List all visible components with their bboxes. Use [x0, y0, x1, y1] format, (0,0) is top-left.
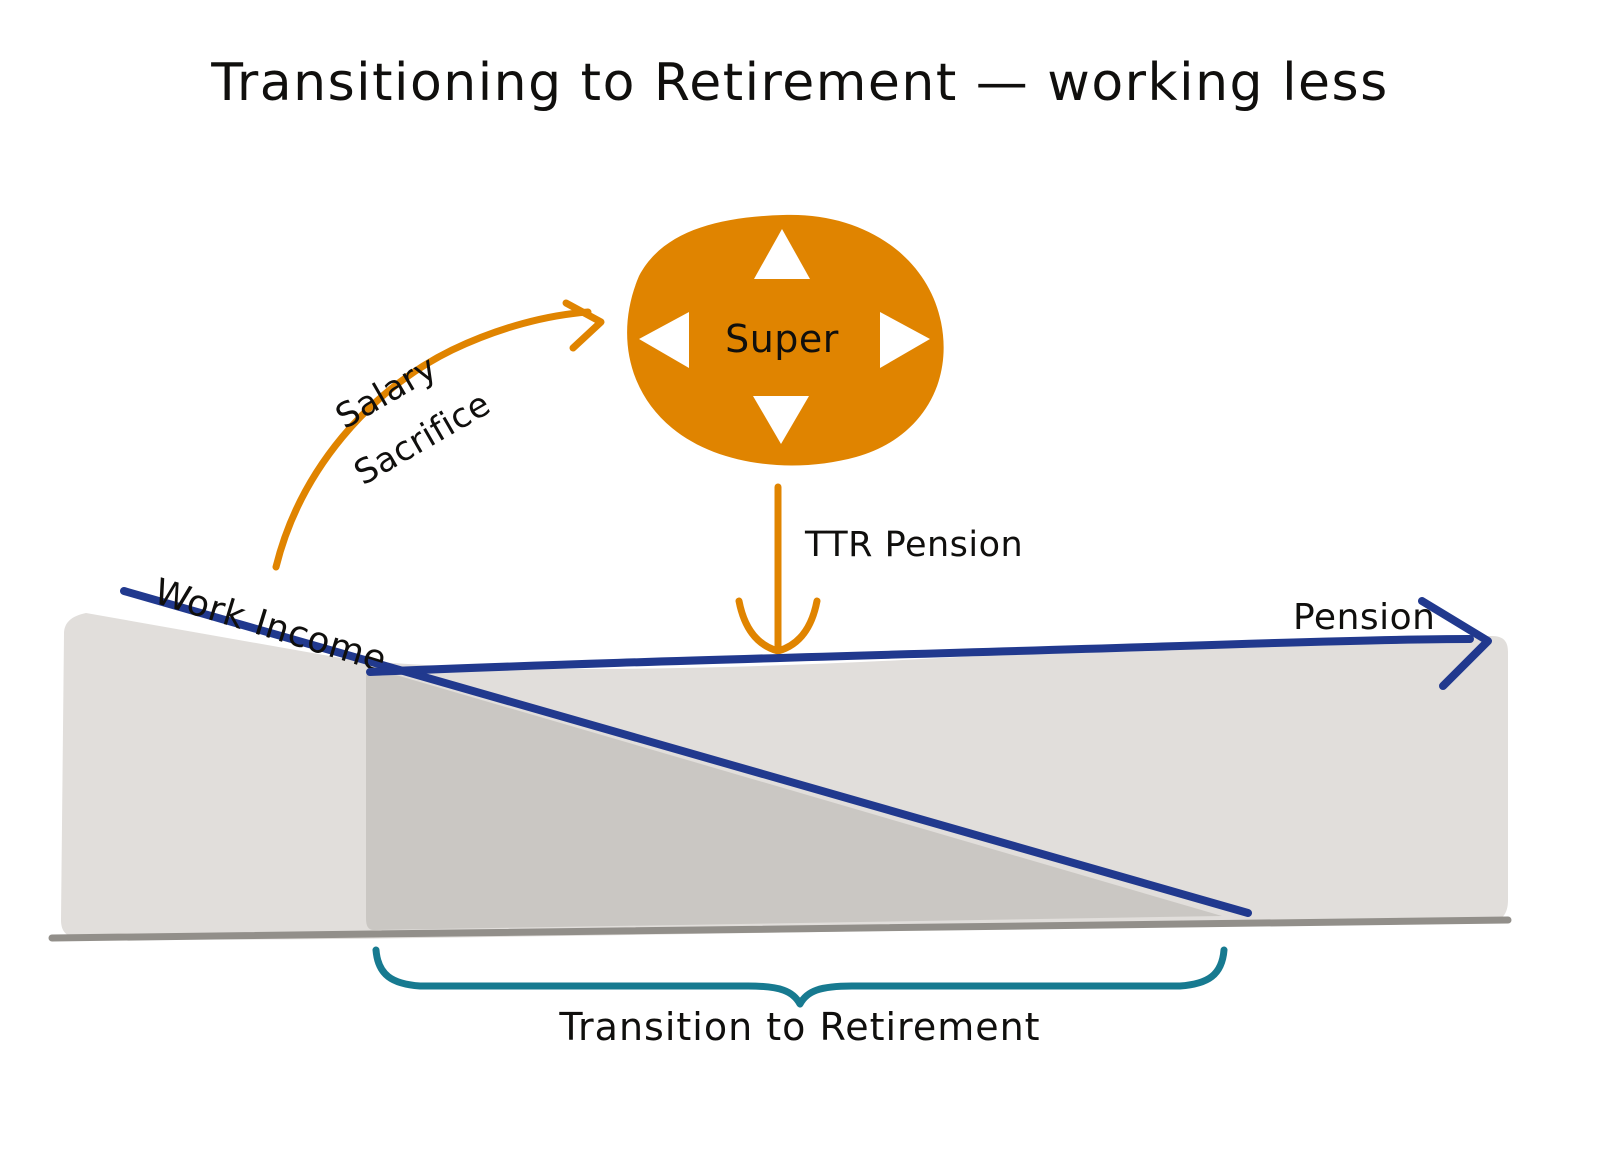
- super-label: Super: [725, 317, 839, 361]
- salary-sacrifice-arrow-icon: [272, 308, 592, 571]
- pension-line-group: Pension: [366, 597, 1492, 690]
- baseline: [48, 916, 1512, 942]
- transition-brace-icon: [372, 946, 1228, 1008]
- ttr-pension-arrowhead-icon: [735, 597, 821, 655]
- salary-sacrifice-flow: Salary Sacrifice: [272, 299, 605, 571]
- super-node[interactable]: Super: [627, 214, 944, 466]
- pension-arrowhead-icon: [1418, 597, 1492, 690]
- super-blob-shape: [627, 214, 944, 466]
- transition-brace-label: Transition to Retirement: [558, 1005, 1040, 1049]
- super-arrow-up-icon: [754, 229, 810, 279]
- ttr-pension-label: TTR Pension: [804, 525, 1023, 565]
- pension-line: [366, 635, 1474, 676]
- super-arrow-down-icon: [753, 396, 809, 444]
- super-arrow-left-icon: [639, 312, 689, 368]
- transition-brace-group: Transition to Retirement: [372, 946, 1228, 1049]
- pension-label: Pension: [1293, 597, 1436, 638]
- work-income-line: [120, 587, 1252, 917]
- salary-sacrifice-arrowhead-icon: [562, 299, 605, 352]
- ttr-pension-flow: TTR Pension: [735, 483, 1023, 655]
- ttr-area-dark: [366, 668, 1222, 930]
- page-title: Transitioning to Retirement — working le…: [210, 53, 1388, 113]
- super-arrow-right-icon: [880, 312, 930, 368]
